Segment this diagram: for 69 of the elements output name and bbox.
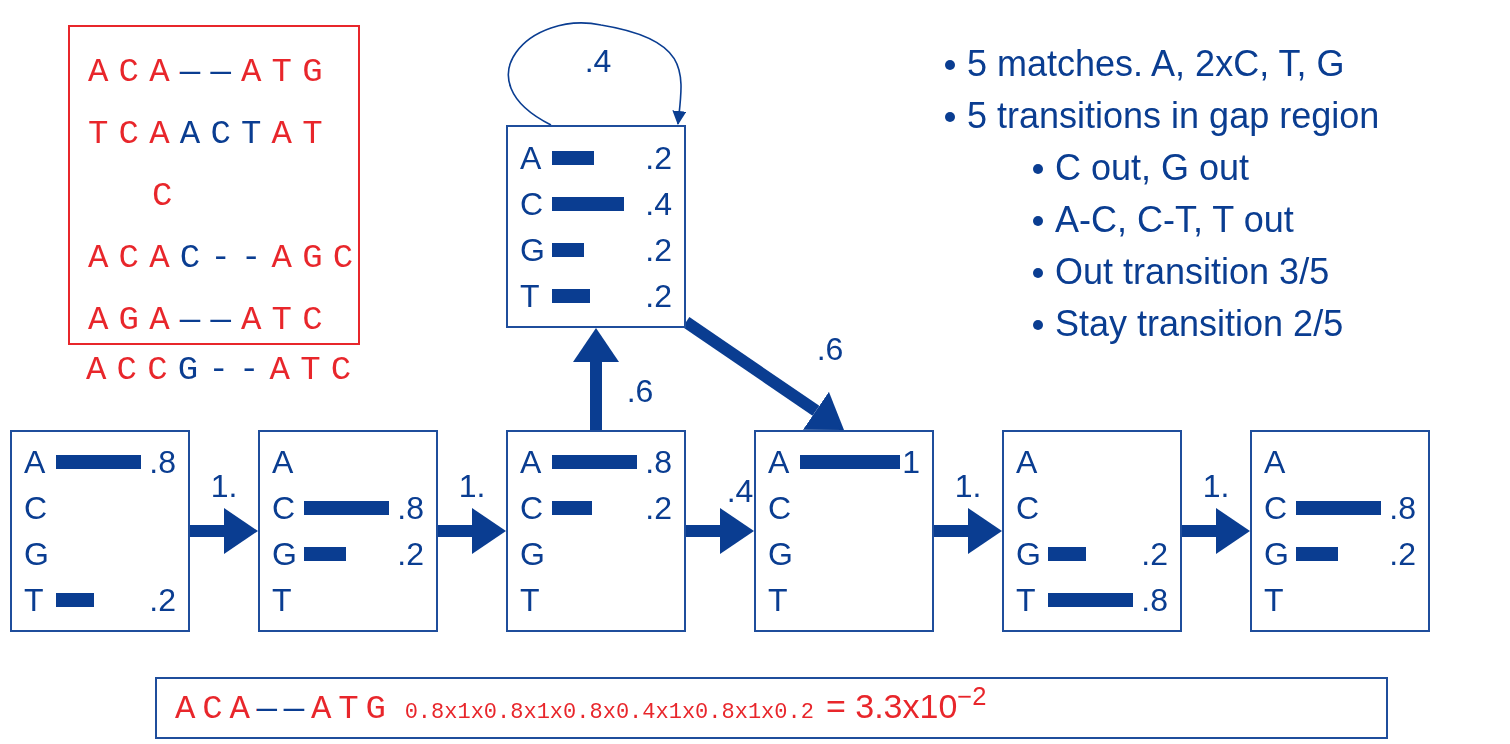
note-text: 5 matches. A, 2xC, T, G [967,46,1345,82]
probability-value: .2 [149,584,176,616]
probability-value: .2 [645,492,672,524]
nucleotide-letter: T [520,584,541,616]
state-box [506,125,686,328]
nucleotide-letter: A [520,446,543,478]
nucleotide-letter: T [272,584,293,616]
probability-value: .2 [645,279,672,312]
note-text: C out, G out [1055,150,1250,186]
nucleotide-letter: G [1264,538,1290,570]
nucleotide-letter: T [24,584,45,616]
arrow [1182,508,1250,554]
nucleotide-letter: C [1264,492,1289,524]
note-text: 5 transitions in gap region [967,98,1380,134]
nucleotide-letter: C [520,492,545,524]
probability-value: .2 [1389,538,1416,570]
nucleotide-letter: T [520,279,541,312]
arrow [507,22,687,126]
state-box [754,430,934,632]
nucleotide-letter: A [272,446,295,478]
nucleotide-letter: A [1016,446,1039,478]
probability-value: .8 [1389,492,1416,524]
state-box [1250,430,1430,632]
nucleotide-letter: G [272,538,298,570]
probability-value: .4 [645,187,672,220]
nucleotide-letter: A [24,446,47,478]
probability-value: .2 [1141,538,1168,570]
note-text: A-C, C-T, T out [1055,202,1294,238]
nucleotide-letter: C [520,187,545,220]
nucleotide-letter: C [1016,492,1041,524]
arrow [438,508,506,554]
probability-value: .2 [645,233,672,266]
nucleotide-letter: T [768,584,789,616]
result-text: = 3.3x10$^{−2}$ [825,689,987,723]
arrow [686,508,754,554]
formula-box [155,677,1388,739]
product-text: 0.8x1x0.8x1x0.8x0.4x1x0.8x1x0.2 [404,702,814,724]
state-box [506,430,686,632]
probability-value: .2 [397,538,424,570]
alignment-box [68,25,360,345]
nucleotide-letter: C [272,492,297,524]
probability-value: .8 [1141,584,1168,616]
nucleotide-letter: T [1016,584,1037,616]
state-box [258,430,438,632]
arrow [190,508,258,554]
state-box [10,430,190,632]
probability-value: 1 [902,446,920,478]
nucleotide-letter: G [520,233,546,266]
nucleotide-letter: C [24,492,49,524]
state-box [1002,430,1182,632]
sequence-text: C [152,176,183,217]
nucleotide-letter: G [520,538,546,570]
note-text: Out transition 3/5 [1055,254,1330,290]
probability-value: .8 [149,446,176,478]
probability-value: .8 [397,492,424,524]
nucleotide-letter: A [1264,446,1287,478]
arrow [934,508,1002,554]
nucleotide-letter: A [768,446,791,478]
note-text: Stay transition 2/5 [1055,306,1344,342]
nucleotide-letter: C [768,492,793,524]
arrow [682,317,844,430]
arrow [573,328,619,430]
probability-value: .8 [645,446,672,478]
nucleotide-letter: G [768,538,794,570]
nucleotide-letter: G [1016,538,1042,570]
nucleotide-letter: A [520,141,543,174]
nucleotide-letter: G [24,538,50,570]
nucleotide-letter: T [1264,584,1285,616]
probability-value: .2 [645,141,672,174]
